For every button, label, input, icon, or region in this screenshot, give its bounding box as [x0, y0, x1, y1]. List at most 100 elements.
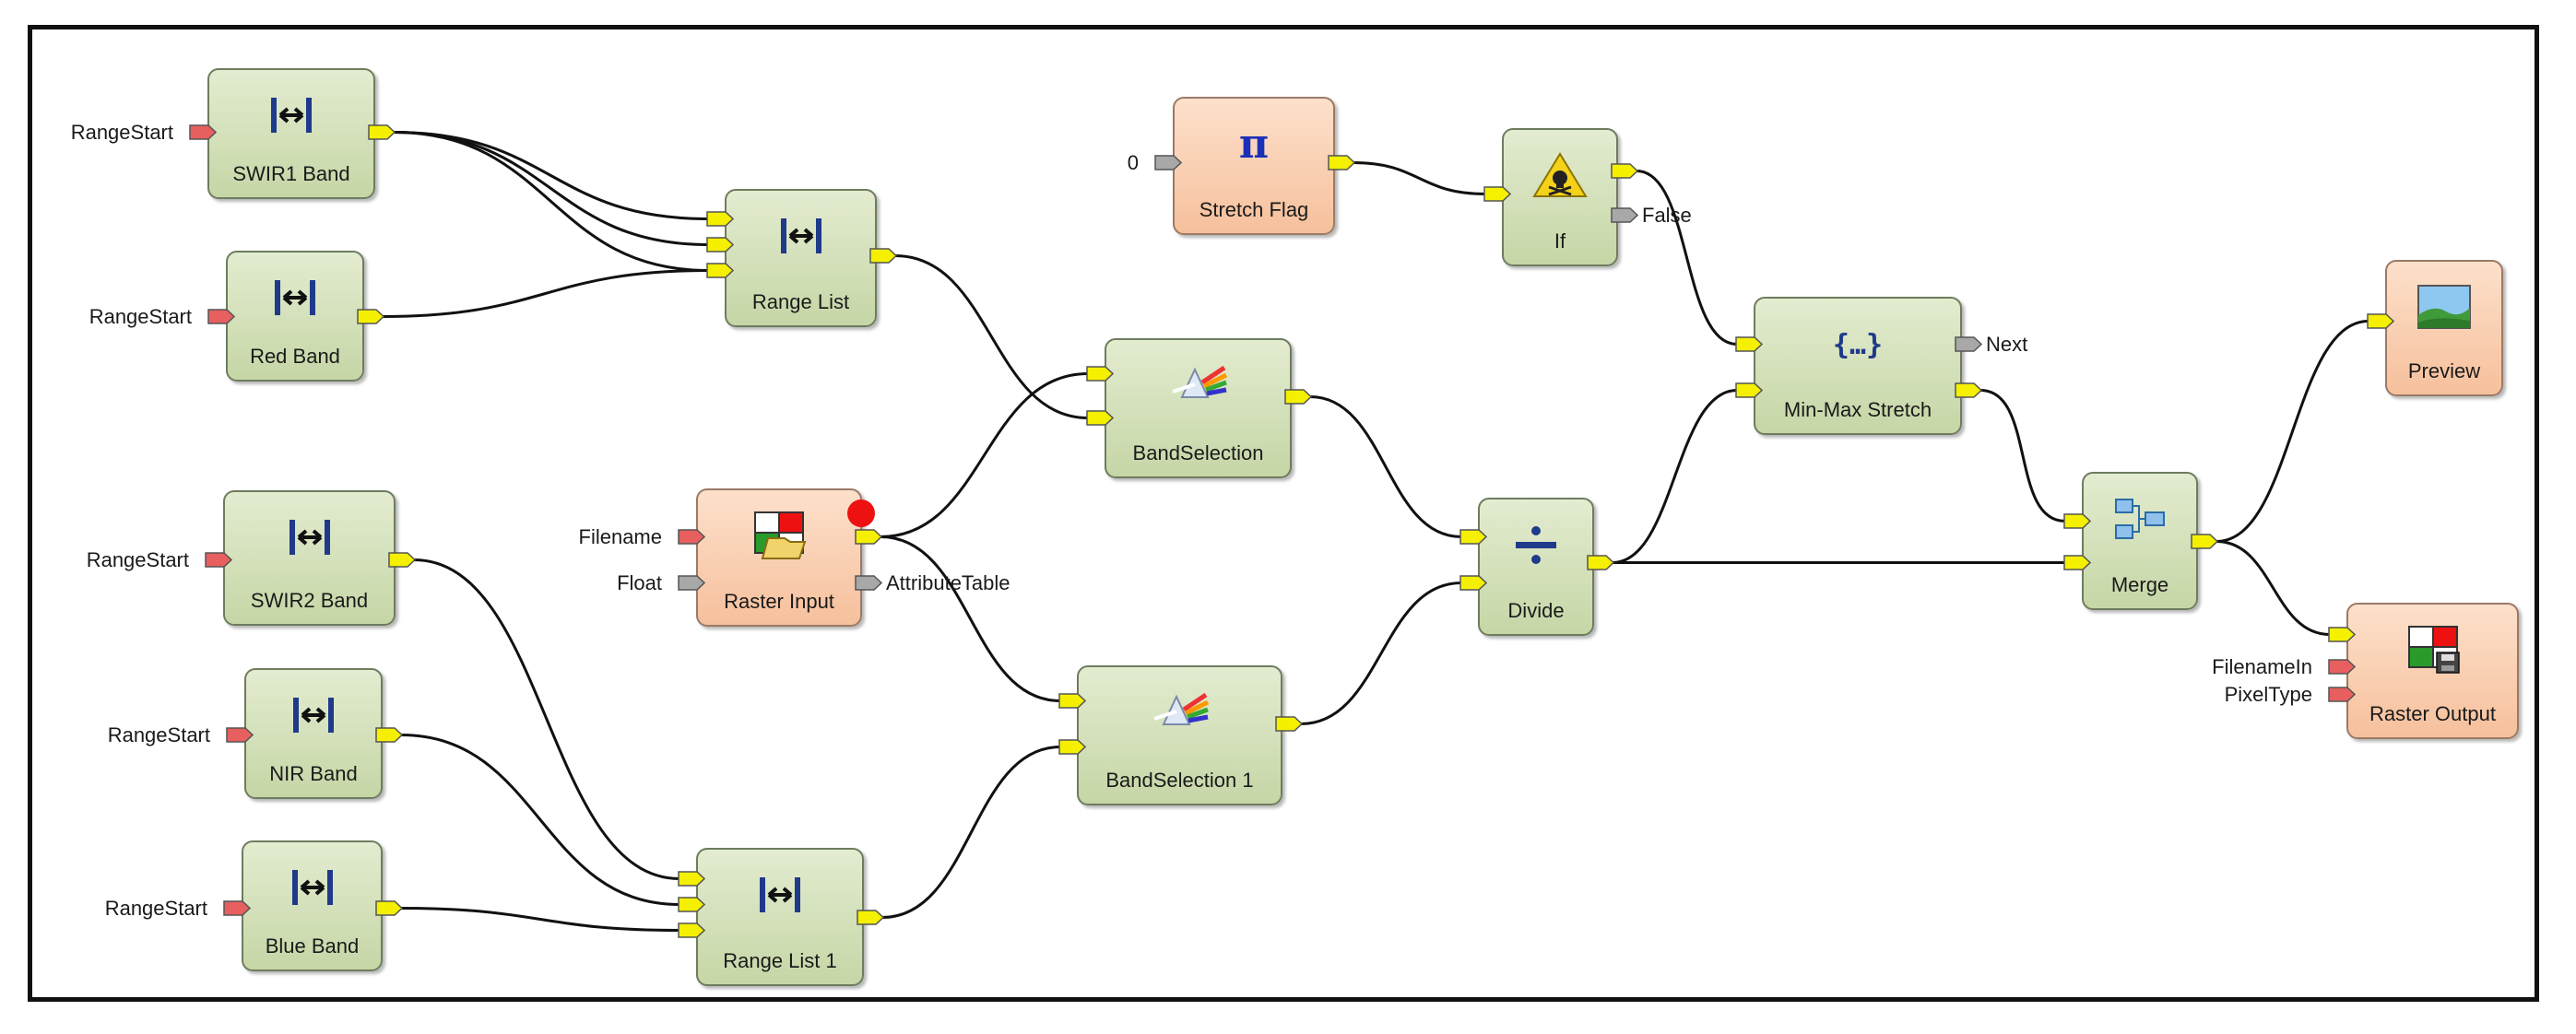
node-raster-output[interactable]: Raster Output: [2346, 603, 2519, 739]
port-label-filename: Filename: [578, 525, 662, 548]
port-bandsel1-out[interactable]: [1275, 716, 1303, 732]
connection-if-true-to-minmax-in-1[interactable]: [1636, 170, 1738, 346]
port-rangelist-in-2[interactable]: [706, 237, 734, 253]
port-blue-out[interactable]: [375, 900, 403, 916]
node-divide[interactable]: Divide: [1478, 498, 1594, 636]
port-bandsel-in-2[interactable]: [1086, 410, 1114, 426]
port-rangelist1-in-1[interactable]: [678, 871, 705, 887]
node-swir2-band[interactable]: SWIR2 Band: [223, 490, 396, 626]
port-if-in[interactable]: [1483, 186, 1511, 202]
node-blue-band[interactable]: Blue Band: [242, 840, 383, 971]
raster-open-icon: [750, 511, 809, 560]
port-label-zero: 0: [1127, 151, 1139, 174]
connection-swir1-out-to-rangelist-in-3[interactable]: [393, 131, 709, 272]
port-label-filenamein: FilenameIn: [2212, 655, 2312, 678]
port-minmax-in-1[interactable]: [1735, 336, 1763, 352]
port-minmax-next[interactable]: [1955, 336, 1982, 352]
connection-stretch-out-to-if-in[interactable]: [1353, 161, 1486, 195]
port-divide-in-2[interactable]: [1459, 575, 1487, 591]
divide-icon: [1507, 520, 1566, 570]
port-divide-out[interactable]: [1587, 555, 1614, 570]
port-if-true[interactable]: [1611, 163, 1638, 179]
port-bandsel1-in-2[interactable]: [1058, 739, 1086, 755]
connection-nir-out-to-rangelist1-in-2[interactable]: [400, 734, 680, 906]
port-output-filenamein[interactable]: [2328, 659, 2356, 675]
error-marker: [847, 499, 875, 527]
port-red-rangestart[interactable]: [207, 309, 235, 324]
port-rangelist-in-1[interactable]: [706, 211, 734, 227]
range-icon: [283, 863, 342, 912]
port-label-pixeltype: PixelType: [2224, 683, 2312, 706]
port-raster-float[interactable]: [678, 575, 705, 591]
connection-bandsel-out-to-divide-in-1[interactable]: [1309, 395, 1462, 538]
connection-swir1-out-to-rangelist-in-2[interactable]: [393, 131, 709, 246]
node-min-max-stretch[interactable]: {…} Min-Max Stretch: [1754, 297, 1962, 435]
port-merge-out[interactable]: [2191, 534, 2218, 549]
node-band-selection[interactable]: BandSelection: [1105, 338, 1292, 478]
node-range-list-1[interactable]: Range List 1: [696, 848, 864, 986]
node-band-selection-1[interactable]: BandSelection 1: [1077, 665, 1282, 805]
port-raster-out[interactable]: [855, 529, 882, 545]
warning-skull-icon: [1530, 150, 1589, 200]
node-range-list[interactable]: Range List: [725, 189, 877, 327]
node-merge[interactable]: Merge: [2082, 472, 2198, 610]
port-bandsel1-in-1[interactable]: [1058, 693, 1086, 709]
node-if[interactable]: If: [1502, 128, 1618, 266]
port-output-in[interactable]: [2328, 627, 2356, 642]
connection-rangelist1-out-to-bandsel1-in-2[interactable]: [881, 746, 1061, 919]
port-stretch-out[interactable]: [1328, 155, 1355, 170]
port-output-pixeltype[interactable]: [2328, 687, 2356, 702]
connection-divide-out-to-minmax-in-2[interactable]: [1612, 389, 1738, 564]
connection-rangelist-out-to-bandsel-in-2[interactable]: [894, 254, 1089, 419]
svg-text:π: π: [1239, 121, 1269, 168]
connection-swir1-out-to-rangelist-in-1[interactable]: [393, 131, 709, 220]
connection-minmax-out-to-merge-in-1[interactable]: [1979, 389, 2066, 523]
node-label: BandSelection: [1132, 441, 1264, 464]
port-nir-out[interactable]: [375, 727, 403, 743]
port-rangelist1-out[interactable]: [857, 910, 884, 925]
port-bandsel-out[interactable]: [1284, 389, 1312, 405]
port-swir1-out[interactable]: [368, 124, 396, 140]
port-swir1-rangestart[interactable]: [189, 124, 217, 140]
connection-bandsel1-out-to-divide-in-2[interactable]: [1300, 582, 1462, 725]
connection-blue-out-to-rangelist1-in-3[interactable]: [400, 907, 680, 932]
connection-red-out-to-rangelist-in-3[interactable]: [382, 269, 709, 318]
port-blue-rangestart[interactable]: [223, 900, 251, 916]
port-preview-in[interactable]: [2367, 313, 2394, 329]
connection-raster-out-to-bandsel1-in-1[interactable]: [880, 535, 1061, 702]
port-minmax-in-2[interactable]: [1735, 382, 1763, 398]
port-raster-filename[interactable]: [678, 529, 705, 545]
node-red-band[interactable]: Red Band: [226, 251, 364, 382]
port-label-rangestart: RangeStart: [89, 305, 192, 328]
node-stretch-flag[interactable]: π Stretch Flag: [1173, 97, 1335, 235]
port-stretch-zero[interactable]: [1154, 155, 1182, 170]
connection-merge-out-to-output-in[interactable]: [2216, 540, 2331, 636]
port-raster-attributetable[interactable]: [855, 575, 882, 591]
port-divide-in-1[interactable]: [1459, 529, 1487, 545]
node-raster-input[interactable]: Raster Input: [696, 488, 862, 627]
node-label: NIR Band: [269, 762, 358, 785]
port-swir2-out[interactable]: [388, 552, 416, 568]
port-red-out[interactable]: [357, 309, 384, 324]
port-bandsel-in-1[interactable]: [1086, 366, 1114, 382]
port-merge-in-1[interactable]: [2063, 513, 2091, 529]
port-rangelist1-in-2[interactable]: [678, 897, 705, 912]
port-merge-in-2[interactable]: [2063, 555, 2091, 570]
port-minmax-out[interactable]: [1955, 382, 1982, 398]
connection-swir2-out-to-rangelist1-in-1[interactable]: [413, 558, 680, 880]
node-label: Merge: [2110, 573, 2169, 596]
port-if-false[interactable]: [1611, 207, 1638, 223]
connection-merge-out-to-preview-in[interactable]: [2216, 320, 2369, 543]
range-icon: [772, 211, 831, 261]
port-nir-rangestart[interactable]: [226, 727, 254, 743]
node-nir-band[interactable]: NIR Band: [244, 668, 383, 799]
port-label-false: False: [1642, 204, 1692, 227]
node-swir1-band[interactable]: SWIR1 Band: [207, 68, 375, 199]
port-rangelist-in-3[interactable]: [706, 263, 734, 278]
port-swir2-rangestart[interactable]: [205, 552, 232, 568]
port-rangelist-out[interactable]: [869, 248, 897, 264]
port-rangelist1-in-3[interactable]: [678, 922, 705, 938]
model-canvas[interactable]: SWIR1 Band Red Band SWIR2 Band NIR Band …: [28, 25, 2539, 1002]
connection-raster-out-to-bandsel-in-1[interactable]: [880, 372, 1089, 538]
node-preview[interactable]: Preview: [2385, 260, 2503, 396]
